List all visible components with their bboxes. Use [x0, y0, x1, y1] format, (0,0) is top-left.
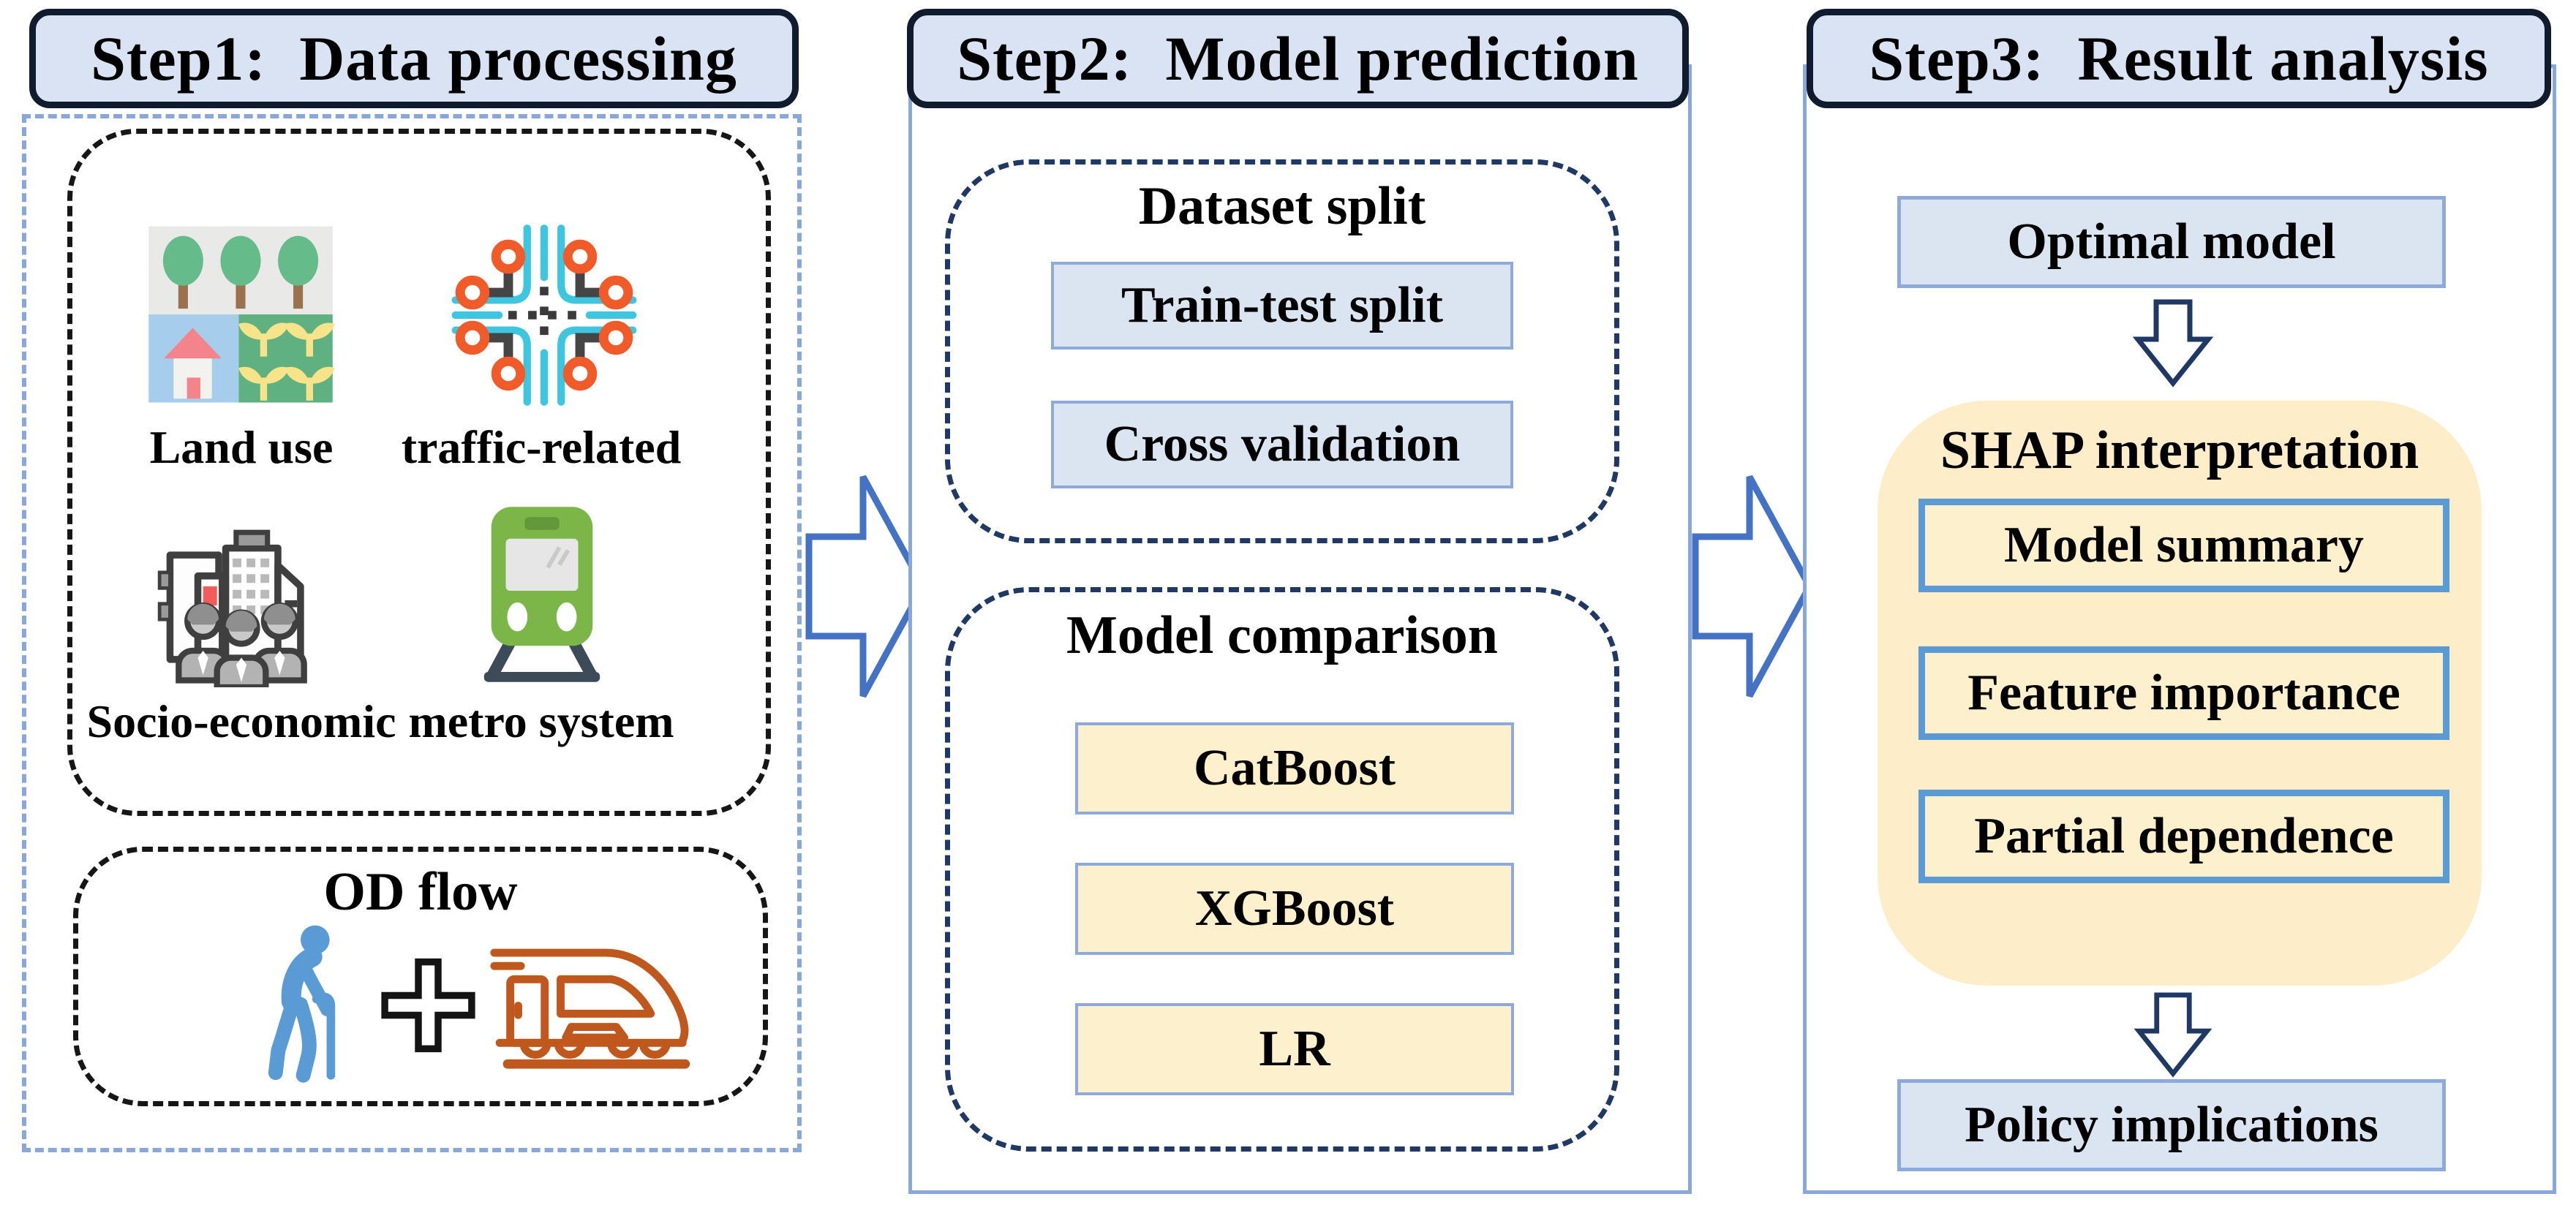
data-source-label: traffic-related [401, 421, 682, 473]
socio-economic-icon [150, 513, 333, 687]
plus-icon [379, 954, 478, 1057]
model-summary-box: Model summary [1918, 499, 2449, 592]
catboost-box: CatBoost [1075, 722, 1514, 815]
shap-title: SHAP interpretation [1940, 420, 2419, 480]
policy-implications-box: Policy implications [1897, 1079, 2446, 1171]
elderly-person-icon [241, 923, 373, 1087]
data-source-label: Socio-economic [86, 695, 396, 747]
dataset-split-box [945, 159, 1619, 543]
model-comparison-title: Model comparison [1066, 605, 1498, 665]
flow-arrow-step1-step2 [805, 469, 927, 703]
step2-header: Step2: Model prediction [907, 9, 1689, 108]
model-comparison-box [945, 587, 1619, 1152]
partial-dependence-box: Partial dependence [1918, 790, 2449, 883]
step1-header: Step1: Data processing [29, 9, 799, 108]
data-source-label: metro system [408, 695, 674, 747]
train-icon [486, 927, 698, 1084]
step3-header: Step3: Result analysis [1807, 9, 2551, 108]
optimal-model-box: Optimal model [1897, 196, 2446, 288]
xgboost-box: XGBoost [1075, 863, 1514, 955]
step3-title: Step3: Result analysis [1869, 23, 2489, 94]
step1-title: Step1: Data processing [91, 23, 737, 94]
dataset-split-title: Dataset split [1138, 176, 1426, 236]
metro-train-icon [470, 503, 614, 687]
od-flow-box [73, 847, 768, 1106]
land-use-icon [145, 218, 336, 411]
train-test-split-box: Train-test split [1051, 262, 1513, 349]
lr-box: LR [1075, 1003, 1514, 1095]
step2-title: Step2: Model prediction [957, 23, 1639, 94]
cross-validation-box: Cross validation [1051, 401, 1513, 488]
traffic-intersection-icon [450, 218, 639, 412]
down-arrow-icon [2132, 991, 2214, 1078]
feature-importance-box: Feature importance [1918, 646, 2449, 740]
data-source-label: Land use [149, 421, 334, 473]
flow-arrow-step2-step3 [1691, 469, 1814, 703]
down-arrow-icon [2132, 298, 2214, 388]
data-sources-box [67, 129, 771, 816]
od-flow-title: OD flow [323, 862, 518, 922]
